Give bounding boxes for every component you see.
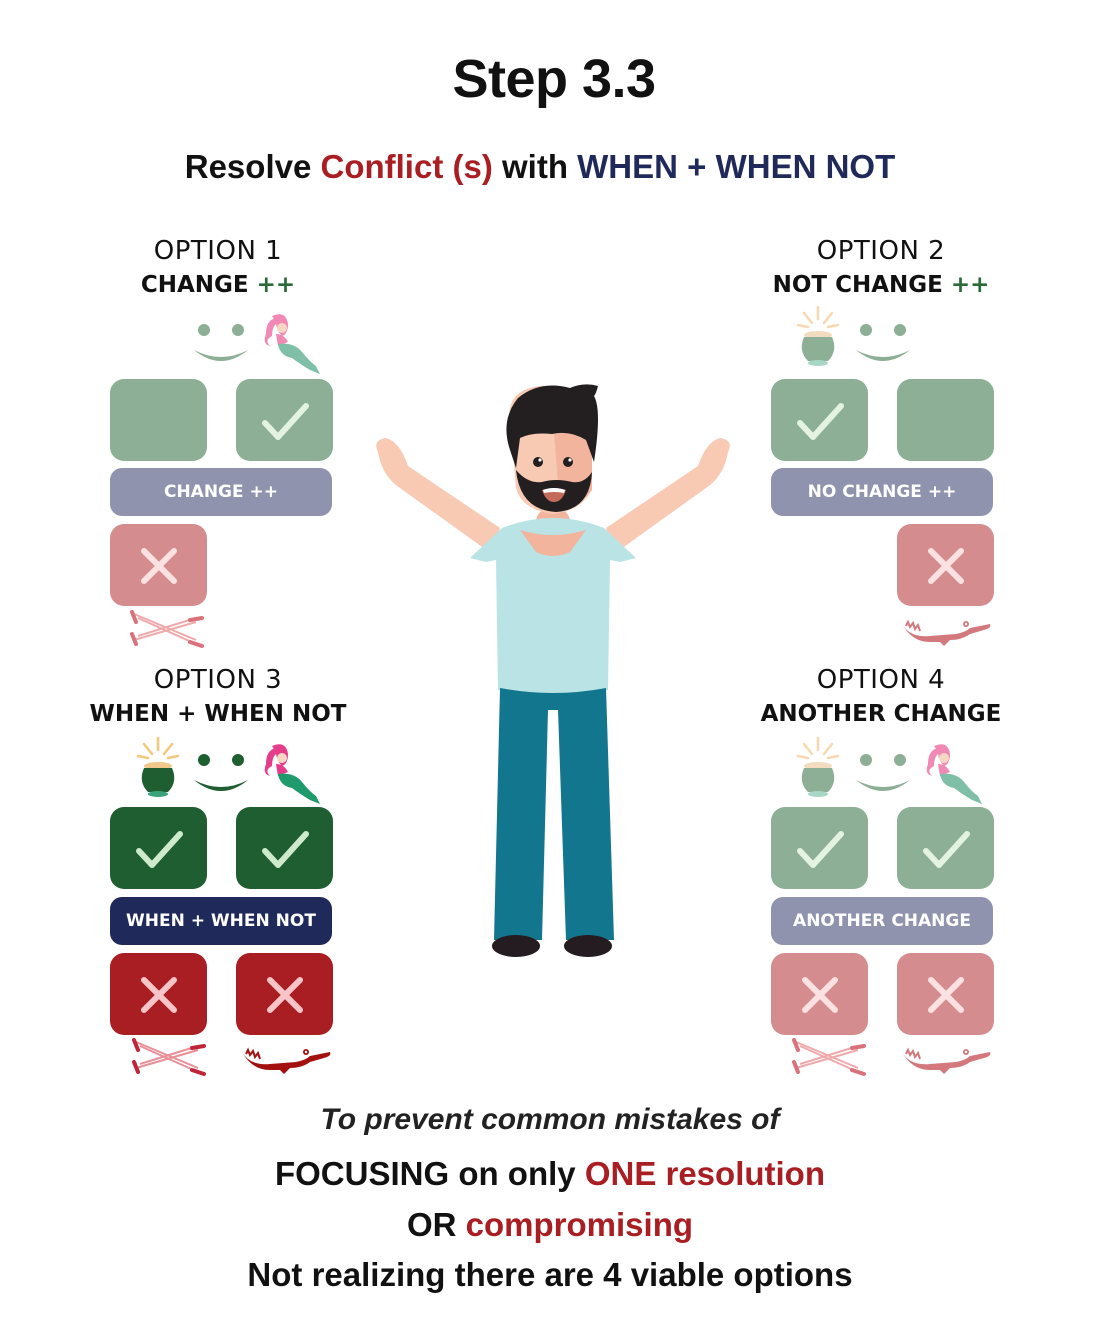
option-1-top-box-check bbox=[236, 379, 333, 461]
option-3-bottom-box-cross-2 bbox=[236, 953, 333, 1035]
option-1-number: OPTION 1 bbox=[153, 236, 283, 266]
option-2-bottom-box-cross bbox=[897, 524, 994, 606]
crutches-icon bbox=[130, 610, 204, 648]
right-arm bbox=[606, 438, 730, 554]
option-2-name-suffix: ++ bbox=[950, 272, 990, 298]
footer-or-text: OR bbox=[406, 1206, 466, 1243]
option-2-bar: NO CHANGE ++ bbox=[771, 468, 993, 516]
option-4-bottom-box-cross-2 bbox=[897, 953, 994, 1035]
pants bbox=[494, 688, 614, 940]
cross-icon bbox=[110, 953, 207, 1035]
option-4-bar: ANOTHER CHANGE bbox=[771, 897, 993, 945]
option-2-name-text: NOT CHANGE bbox=[772, 272, 951, 298]
option-4-bottom-box-cross-1 bbox=[771, 953, 868, 1035]
mermaid-icon bbox=[264, 314, 320, 374]
option-3-name-text: WHEN + WHEN NOT bbox=[89, 701, 347, 727]
footer-intro: To prevent common mistakes of bbox=[320, 1103, 780, 1136]
footer-compromising: compromising bbox=[465, 1206, 694, 1243]
smiley-icon bbox=[856, 324, 910, 361]
page-subtitle: Resolve Conflict (s) with WHEN + WHEN NO… bbox=[0, 148, 1080, 186]
pot-of-gold-icon bbox=[136, 736, 180, 797]
page-title: Step 3.3 bbox=[452, 49, 656, 109]
smiley-icon bbox=[194, 324, 248, 361]
footer-one-resolution: ONE resolution bbox=[584, 1155, 825, 1192]
option-1-name-text: CHANGE bbox=[140, 272, 257, 298]
check-icon bbox=[897, 807, 994, 889]
option-4-number: OPTION 4 bbox=[816, 665, 946, 695]
shirt bbox=[470, 518, 636, 696]
crocodile-icon bbox=[902, 619, 991, 646]
subtitle-part-conflict: Conflict (s) bbox=[320, 148, 493, 185]
footer-line-focusing: FOCUSING on only ONE resolution bbox=[0, 1155, 1100, 1193]
smiley-icon bbox=[194, 754, 248, 791]
option-4-heading: OPTION 4 ANOTHER CHANGE bbox=[731, 665, 1031, 727]
option-3-top-box-check-1 bbox=[110, 807, 207, 889]
option-3-bottom-box-cross-1 bbox=[110, 953, 207, 1035]
crutches-icon bbox=[792, 1038, 866, 1076]
option-4-top-box-check-2 bbox=[897, 807, 994, 889]
option-3-heading: OPTION 3 WHEN + WHEN NOT bbox=[68, 665, 368, 727]
option-1-name-suffix: ++ bbox=[256, 272, 296, 298]
cross-icon bbox=[897, 524, 994, 606]
check-icon bbox=[236, 807, 333, 889]
option-1-name: CHANGE ++ bbox=[68, 272, 368, 298]
smiley-icon bbox=[856, 754, 910, 791]
footer-line-compromising: OR compromising bbox=[0, 1206, 1100, 1244]
subtitle-part-with: with bbox=[492, 148, 578, 185]
check-icon bbox=[110, 807, 207, 889]
hair bbox=[506, 384, 598, 468]
option-2-name: NOT CHANGE ++ bbox=[731, 272, 1031, 298]
pot-of-gold-icon bbox=[796, 736, 840, 797]
option-3-top-box-check-2 bbox=[236, 807, 333, 889]
cross-icon bbox=[236, 953, 333, 1035]
subtitle-part-resolve: Resolve bbox=[184, 148, 321, 185]
man-illustration bbox=[376, 384, 730, 957]
option-2-number: OPTION 2 bbox=[816, 236, 946, 266]
check-icon bbox=[771, 807, 868, 889]
option-3-name: WHEN + WHEN NOT bbox=[68, 701, 368, 727]
footer-focusing-text: FOCUSING on only bbox=[274, 1155, 585, 1192]
pot-of-gold-icon bbox=[796, 305, 840, 366]
check-icon bbox=[771, 379, 868, 461]
left-arm bbox=[376, 438, 500, 554]
subtitle-part-when-when-not: WHEN + WHEN NOT bbox=[577, 148, 896, 185]
check-icon bbox=[236, 379, 333, 461]
option-2-top-box-empty bbox=[897, 379, 994, 461]
mermaid-icon bbox=[264, 744, 320, 804]
option-1-top-box-empty bbox=[110, 379, 207, 461]
crutches-icon bbox=[132, 1038, 206, 1076]
option-3-number: OPTION 3 bbox=[153, 665, 283, 695]
option-3-bar: WHEN + WHEN NOT bbox=[110, 897, 332, 945]
footer-line-options: Not realizing there are 4 viable options bbox=[247, 1256, 853, 1293]
option-4-top-box-check-1 bbox=[771, 807, 868, 889]
cross-icon bbox=[897, 953, 994, 1035]
option-2-heading: OPTION 2 NOT CHANGE ++ bbox=[731, 236, 1031, 298]
option-4-name-text: ANOTHER CHANGE bbox=[760, 701, 1002, 727]
option-2-top-box-check bbox=[771, 379, 868, 461]
cross-icon bbox=[110, 524, 207, 606]
cross-icon bbox=[771, 953, 868, 1035]
option-1-bottom-box-cross bbox=[110, 524, 207, 606]
option-4-name: ANOTHER CHANGE bbox=[731, 701, 1031, 727]
option-1-heading: OPTION 1 CHANGE ++ bbox=[68, 236, 368, 298]
crocodile-icon bbox=[242, 1047, 331, 1074]
option-1-bar: CHANGE ++ bbox=[110, 468, 332, 516]
crocodile-icon bbox=[902, 1047, 991, 1074]
mermaid-icon bbox=[926, 744, 982, 804]
